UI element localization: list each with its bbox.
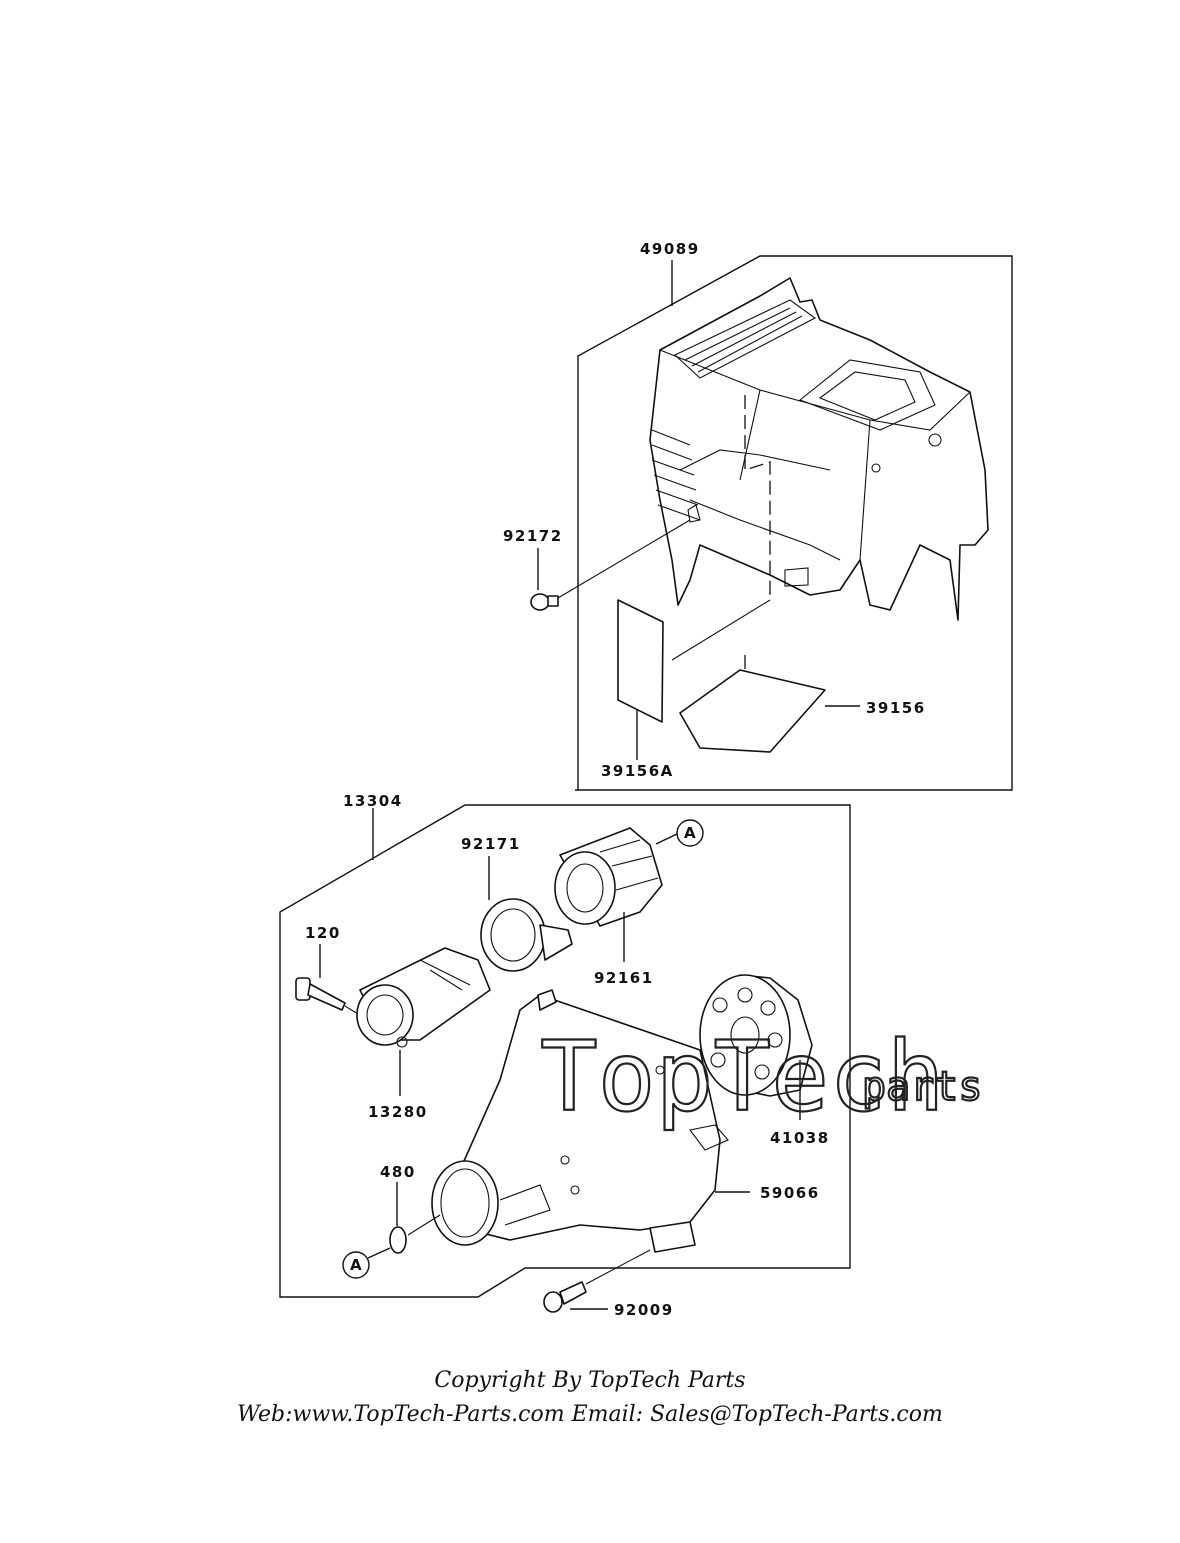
ref-a-bottom <box>342 1251 370 1279</box>
callout-49089: 49089 <box>640 240 700 258</box>
bolt-92009 <box>543 1249 651 1313</box>
label-39156a <box>617 599 664 760</box>
callout-92172: 92172 <box>503 527 563 545</box>
screw-92172 <box>530 519 691 611</box>
watermark-brand: TopTech <box>540 1021 945 1133</box>
callout-92171: 92171 <box>461 835 521 853</box>
ring-92171 <box>480 856 573 972</box>
watermark: TopTech parts <box>539 1020 984 1134</box>
housing-59066 <box>431 989 750 1253</box>
cover-side-vents <box>651 429 701 521</box>
holder-13280 <box>356 947 491 1096</box>
upper-group-frame <box>575 255 1013 791</box>
clip-480 <box>367 1182 441 1259</box>
callout-39156a: 39156A <box>601 762 674 780</box>
ref-a-bottom-label: A <box>350 1256 363 1274</box>
ref-a-top <box>676 819 704 847</box>
ref-a-top-label: A <box>684 824 697 842</box>
callout-13304: 13304 <box>343 792 403 810</box>
bolt-120 <box>295 944 359 1015</box>
callout-13280: 13280 <box>368 1103 428 1121</box>
callout-92009: 92009 <box>614 1301 674 1319</box>
footer-contact: Web:www.TopTech-Parts.com Email: Sales@T… <box>237 1402 943 1427</box>
callout-120: 120 <box>305 924 341 942</box>
watermark-suffix: parts <box>862 1064 982 1110</box>
callout-480: 480 <box>380 1163 416 1181</box>
callout-59066: 59066 <box>760 1184 820 1202</box>
cover-top-vents <box>674 299 817 379</box>
callout-41038: 41038 <box>770 1129 830 1147</box>
label-39156 <box>679 669 860 753</box>
lower-group-frame <box>279 804 851 1298</box>
callout-39156: 39156 <box>866 699 926 717</box>
engine-cover <box>649 277 989 621</box>
collar-92161 <box>554 827 678 962</box>
callout-92161: 92161 <box>594 969 654 987</box>
footer-copyright: Copyright By TopTech Parts <box>434 1368 746 1393</box>
drum-41038 <box>699 974 813 1120</box>
